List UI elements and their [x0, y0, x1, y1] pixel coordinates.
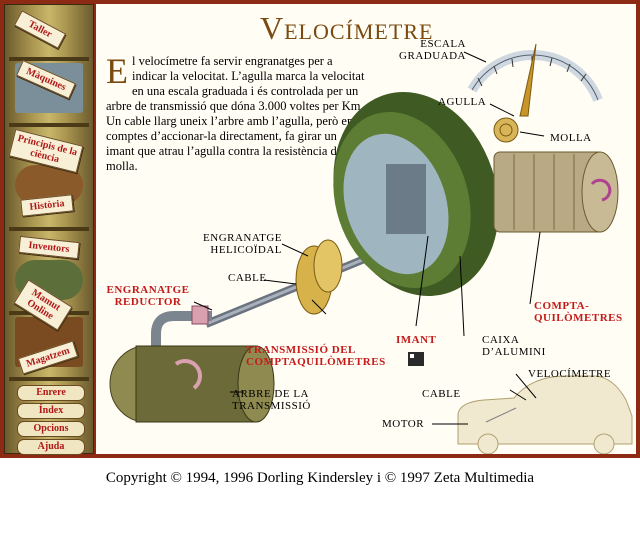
- needle-icon: [519, 43, 537, 117]
- label-arbre: ARBRE DE LA TRANSMISSIÓ: [232, 388, 311, 412]
- reduction-gear: [151, 311, 212, 396]
- label-velocimetre: VELOCÍMETRE: [528, 368, 612, 380]
- tag-inventors[interactable]: Inventors: [18, 235, 80, 260]
- car-illustration: [457, 375, 633, 445]
- label-reductor: ENGRANATGE REDUCTOR: [106, 284, 190, 308]
- label-agulla: AGULLA: [438, 96, 487, 108]
- help-button[interactable]: Ajuda: [17, 439, 85, 455]
- shelf: [9, 57, 89, 61]
- label-transmissio-compta: TRANSMISSIÓ DEL COMPTAQUILÒMETRES: [246, 344, 386, 368]
- tag-taller[interactable]: Taller: [13, 10, 67, 49]
- label-imant: IMANT: [396, 334, 437, 346]
- label-comptaquilometres: COMPTA-QUILÒMETRES: [534, 300, 623, 324]
- intro-text: l velocímetre fa servir engranatges per …: [106, 54, 365, 173]
- back-button[interactable]: Enrere: [17, 385, 85, 401]
- label-escala: ESCALA GRADUADA: [399, 38, 466, 62]
- drop-cap: E: [106, 51, 128, 91]
- sidebar: Taller Màquines Principis de la ciència …: [4, 4, 94, 455]
- options-button[interactable]: Opcions: [17, 421, 85, 437]
- rotation-arrow-icon: [590, 178, 612, 202]
- magnet-icon: [386, 164, 426, 234]
- speedometer-diagram: [109, 43, 633, 454]
- label-motor: MOTOR: [382, 418, 425, 430]
- label-caixa: CAIXA D’ALUMINI: [482, 334, 546, 358]
- shelf: [9, 227, 89, 231]
- graduated-scale: [467, 50, 603, 102]
- label-helicoidal: ENGRANATGE HELICOÏDAL: [203, 232, 282, 256]
- label-molla: MOLLA: [550, 132, 592, 144]
- shelf: [9, 123, 89, 127]
- label-cable-top: CABLE: [228, 272, 267, 284]
- spring-icon: [493, 117, 519, 143]
- shelf: [9, 377, 89, 381]
- index-button[interactable]: Índex: [17, 403, 85, 419]
- app-window: Taller Màquines Principis de la ciència …: [0, 0, 640, 458]
- page-title: Velocímetre: [260, 10, 434, 46]
- copyright-notice: Copyright © 1994, 1996 Dorling Kindersle…: [105, 470, 535, 486]
- label-cable-car: CABLE: [422, 388, 461, 400]
